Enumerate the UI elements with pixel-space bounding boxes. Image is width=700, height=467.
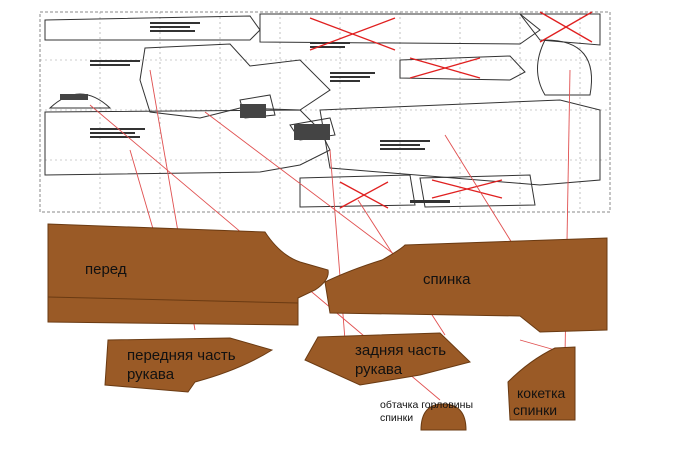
pointer-neck-facing-2 bbox=[204, 111, 396, 256]
piece-labels: перед спинка передняя часть рукава задня… bbox=[85, 261, 569, 424]
layout-annotation-blocks bbox=[60, 22, 450, 203]
pointer-cross-b bbox=[519, 339, 556, 351]
label-back: спинка bbox=[423, 271, 471, 288]
label-back-yoke-line-1: кокетка bbox=[517, 385, 566, 401]
cut-pieces bbox=[47, 223, 608, 431]
layout-top-strip bbox=[259, 13, 541, 45]
layout-back-piece bbox=[319, 99, 601, 186]
piece-back-yoke bbox=[507, 346, 576, 421]
label-sleeve-back-line-1: задняя часть bbox=[355, 342, 446, 359]
piece-front-fold-line bbox=[47, 296, 299, 304]
piece-sleeve-front bbox=[104, 337, 274, 393]
rejected-piece-cross-icons bbox=[309, 11, 593, 209]
label-back-neck-facing-line-2: спинки bbox=[380, 412, 413, 424]
layout-small-right bbox=[518, 13, 601, 46]
layout-piece-mid-right bbox=[399, 55, 526, 81]
layout-bottom-b bbox=[419, 174, 536, 208]
layout-front-piece bbox=[44, 109, 331, 176]
layout-bottom-a bbox=[299, 174, 416, 208]
cross-icon bbox=[339, 181, 389, 209]
piece-back-neck-facing bbox=[420, 403, 467, 431]
label-front: перед bbox=[85, 261, 127, 278]
label-sleeve-front-line-1: передняя часть bbox=[127, 347, 236, 364]
cross-icon bbox=[409, 57, 481, 79]
cross-icon bbox=[539, 11, 593, 43]
label-back-neck-facing: обтачка горловины спинки bbox=[380, 399, 476, 424]
label-back-neck-facing-line-1: обтачка горловины bbox=[380, 399, 473, 411]
piece-front bbox=[47, 223, 329, 326]
layout-long-strip bbox=[44, 15, 261, 41]
label-back-yoke-line-2: спинки bbox=[513, 402, 557, 418]
label-sleeve-front: передняя часть рукава bbox=[127, 347, 240, 383]
piece-back bbox=[324, 237, 608, 333]
label-sleeve-front-line-2: рукава bbox=[127, 366, 175, 383]
label-sleeve-back: задняя часть рукава bbox=[355, 342, 450, 378]
layout-pattern-outlines bbox=[44, 13, 601, 208]
piece-sleeve-back bbox=[304, 332, 471, 386]
layout-yoke-piece bbox=[537, 39, 592, 96]
pattern-layout-sheet bbox=[39, 11, 611, 213]
label-sleeve-back-line-2: рукава bbox=[355, 361, 403, 378]
cross-icon bbox=[431, 179, 503, 199]
cross-icon bbox=[309, 17, 396, 51]
label-back-yoke: кокетка спинки bbox=[513, 385, 569, 418]
